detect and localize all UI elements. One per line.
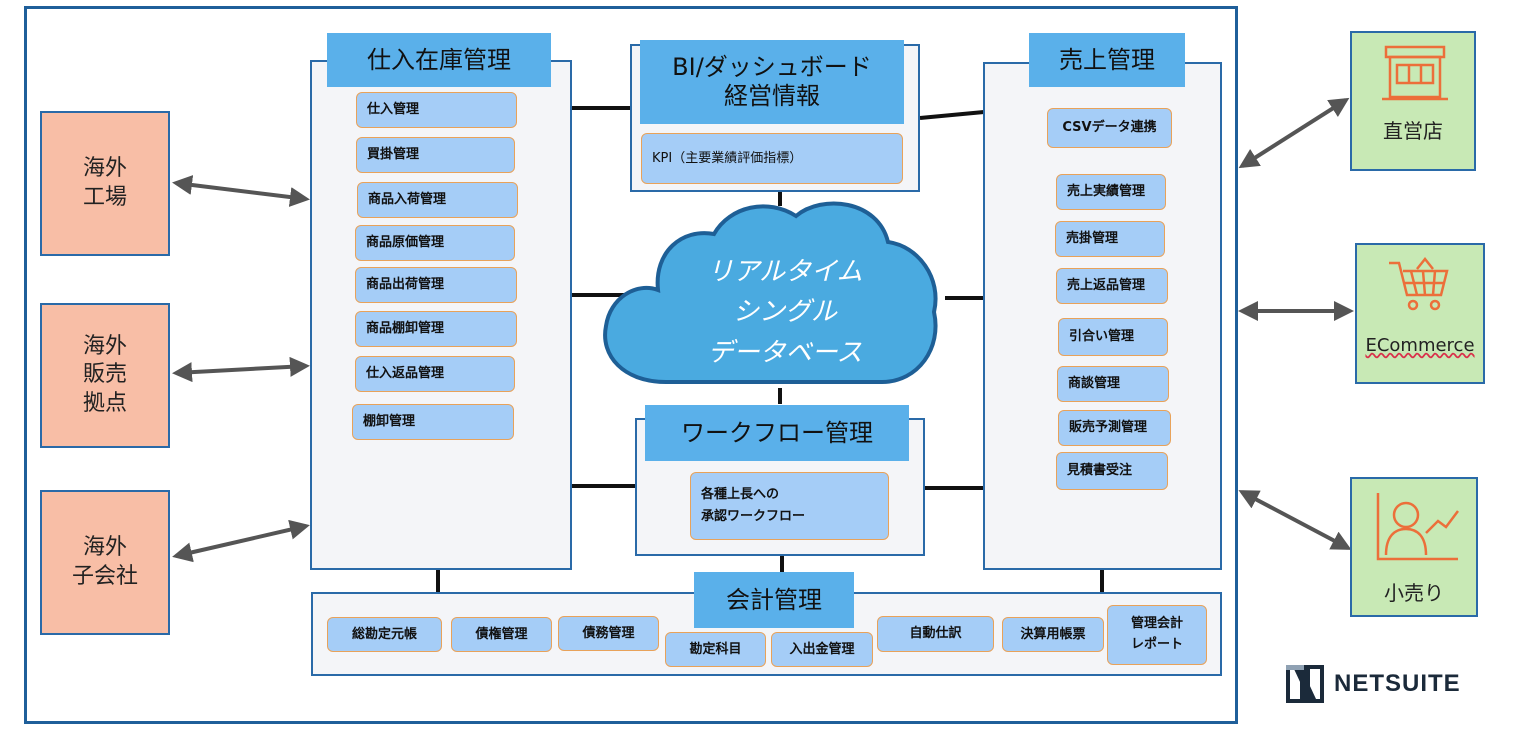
- overseas-subsidiary-line2: 子会社: [71, 563, 138, 589]
- workflow-title: ワークフロー管理: [645, 405, 909, 461]
- arrow-factory: [172, 175, 310, 207]
- inventory-item-payable: 買掛管理: [356, 137, 515, 173]
- accounting-item-accounts: 勘定科目: [665, 632, 766, 667]
- bi-title-line1: BI/ダッシュボード: [672, 53, 872, 82]
- workflow-item-line1: 各種上長への: [701, 486, 780, 502]
- overseas-subsidiary-box: 海外 子会社: [40, 490, 170, 635]
- overseas-subsidiary-line1: 海外: [82, 534, 127, 560]
- report-line1: 管理会計: [1130, 616, 1183, 632]
- arrow-store: [1238, 97, 1350, 169]
- inventory-item-shipping: 商品出荷管理: [355, 267, 517, 303]
- sales-csv-item: CSVデータ連携: [1047, 108, 1172, 148]
- sales-item-results: 売上実績管理: [1056, 174, 1166, 210]
- workflow-approval-item: 各種上長への 承認ワークフロー: [690, 472, 889, 540]
- bi-title: BI/ダッシュボード 経営情報: [640, 40, 904, 124]
- arrow-subsidiary: [172, 519, 310, 563]
- sales-item-forecast: 販売予測管理: [1058, 410, 1171, 446]
- accounting-item-general-ledger: 総勘定元帳: [327, 617, 442, 652]
- channel-retail-label: 小売り: [1384, 581, 1444, 605]
- overseas-factory-line2: 工場: [82, 184, 127, 210]
- cloud-line2: シングル: [732, 297, 837, 328]
- overseas-sales-line3: 拠点: [82, 390, 127, 416]
- cloud-label: リアルタイム シングル データベース: [640, 252, 930, 373]
- sales-item-negotiation: 商談管理: [1057, 366, 1169, 402]
- accounting-item-management-report: 管理会計 レポート: [1107, 605, 1207, 665]
- inventory-item-purchase: 仕入管理: [356, 92, 517, 128]
- sales-item-return: 売上返品管理: [1056, 268, 1168, 304]
- channel-store-label: 直営店: [1383, 119, 1443, 143]
- inventory-title: 仕入在庫管理: [327, 33, 551, 87]
- accounting-item-receivables: 債権管理: [451, 617, 552, 652]
- bi-title-line2: 経営情報: [724, 82, 820, 110]
- overseas-factory-line1: 海外: [82, 155, 127, 181]
- overseas-factory-box: 海外 工場: [40, 111, 170, 256]
- channel-ecommerce-box: ECommerce: [1355, 243, 1485, 384]
- overseas-sales-line2: 販売: [82, 362, 127, 388]
- accounting-item-closing-forms: 決算用帳票: [1002, 617, 1104, 652]
- channel-store-box: 直営店: [1350, 31, 1476, 171]
- sales-item-receivable: 売掛管理: [1055, 221, 1165, 257]
- arrow-sales-base: [172, 356, 310, 383]
- inventory-item-stocktake: 商品棚卸管理: [355, 311, 517, 347]
- accounting-item-payables: 債務管理: [558, 616, 659, 651]
- arrow-retail: [1238, 490, 1352, 550]
- overseas-sales-line1: 海外: [82, 333, 127, 359]
- accounting-title: 会計管理: [694, 572, 854, 628]
- inventory-item-cost: 商品原価管理: [355, 225, 515, 261]
- database-cloud-icon: [603, 201, 938, 384]
- netsuite-mark-icon: [1286, 665, 1324, 703]
- cloud-line1: リアルタイム: [707, 257, 863, 287]
- accounting-item-auto-journal: 自動仕訳: [877, 616, 994, 652]
- overseas-sales-base-box: 海外 販売 拠点: [40, 303, 170, 448]
- bi-kpi-item: KPI（主要業績評価指標）: [641, 133, 903, 184]
- report-line2: レポート: [1130, 637, 1183, 652]
- workflow-item-line2: 承認ワークフロー: [701, 509, 806, 524]
- inventory-item-return: 仕入返品管理: [355, 356, 515, 392]
- sales-title: 売上管理: [1029, 33, 1185, 87]
- channel-retail-box: 小売り: [1350, 477, 1478, 617]
- inventory-item-receiving: 商品入荷管理: [357, 182, 518, 218]
- channel-ecommerce-label: ECommerce: [1365, 335, 1475, 356]
- accounting-item-cash: 入出金管理: [771, 632, 873, 667]
- retail-analytics-icon: [1376, 493, 1459, 561]
- cloud-line3: データベース: [707, 337, 863, 368]
- store-icon: [1382, 45, 1448, 101]
- netsuite-logo: NETSUITE: [1286, 664, 1461, 704]
- sales-item-quotation: 見積書受注: [1056, 452, 1168, 490]
- shopping-cart-icon: [1389, 257, 1449, 311]
- inventory-item-inventory: 棚卸管理: [352, 404, 514, 440]
- connector-bi-sales: [919, 110, 985, 120]
- netsuite-logo-text: NETSUITE: [1334, 670, 1461, 697]
- sales-item-inquiry: 引合い管理: [1058, 318, 1168, 356]
